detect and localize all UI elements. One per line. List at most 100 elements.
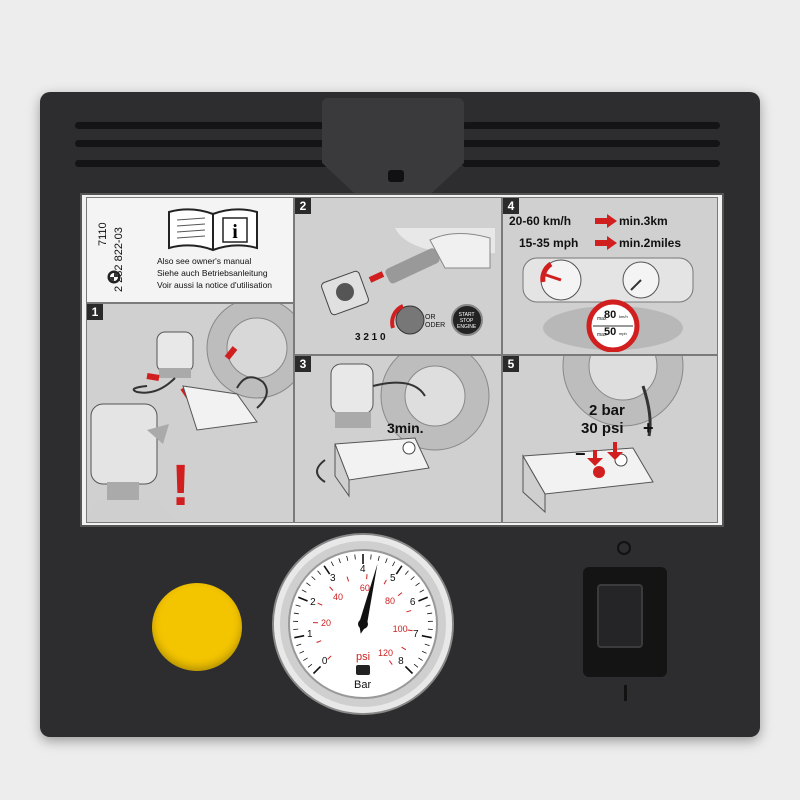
step-1-panel: 1 !	[86, 303, 294, 523]
step-number: 2	[295, 198, 311, 214]
gauge-tick	[354, 554, 356, 560]
gauge-tick	[418, 596, 428, 602]
code-text: 7110	[97, 222, 109, 246]
gauge-psi-tick	[346, 576, 350, 582]
psi-unit-label: psi	[356, 651, 371, 663]
speed-km-text: 20-60 km/h	[509, 214, 572, 228]
gauge-hub	[356, 665, 370, 675]
gauge-tick	[303, 657, 308, 661]
sign-speed-bottom: 50	[604, 326, 617, 338]
dashboard-icon	[522, 257, 694, 352]
info-panel: 7110 2 282 822-03 i Also see owner's man…	[86, 197, 294, 303]
distance-miles-text: min.2miles	[619, 236, 682, 250]
switch-positions-text: 3 2 1 0	[355, 332, 386, 343]
latch-knob[interactable]	[388, 170, 404, 182]
gauge-tick	[312, 665, 322, 675]
gauge-tick	[421, 650, 427, 654]
plug-socket-icon	[321, 228, 495, 336]
speed-mph-text: 15-35 mph	[519, 236, 579, 250]
gauge-tick	[317, 570, 322, 575]
gauge-psi-tick	[407, 629, 413, 632]
gauge-psi-label: 60	[359, 583, 370, 594]
manual-line-en: Also see owner's manual	[157, 256, 252, 266]
sign-unit-top: km/h	[619, 314, 628, 319]
gauge-tick	[298, 596, 308, 602]
warning-exclamation: !	[171, 453, 191, 518]
gauge-psi-tick	[316, 640, 322, 643]
minus-sign: −	[575, 444, 586, 464]
gauge-bar-label: 7	[412, 628, 419, 640]
gauge-psi-tick	[383, 579, 387, 585]
gauge-psi-label: 120	[378, 648, 394, 659]
step-5-panel: 5 2 bar 30 psi + −	[502, 355, 718, 523]
gauge-tick	[419, 589, 425, 593]
plus-sign: +	[643, 418, 654, 438]
vent-slot	[462, 160, 720, 167]
gauge-tick	[370, 554, 372, 560]
gauge-tick	[330, 561, 334, 567]
gauge-tick	[425, 604, 431, 607]
gauge-tick	[296, 643, 302, 647]
switch-off-mark	[624, 685, 627, 701]
instruction-label: 7110 2 282 822-03 i Also see owner's man…	[80, 193, 724, 527]
gauge-bar-label: 5	[390, 573, 396, 585]
manual-line-de: Siehe auch Betriebsanleitung	[157, 268, 268, 278]
gauge-needle	[359, 563, 378, 634]
gauge-tick	[385, 558, 388, 564]
gauge-tick	[323, 565, 331, 575]
arrow-right-icon	[595, 236, 617, 250]
gauge-tick	[418, 657, 423, 661]
sign-unit-bottom: mph	[619, 331, 627, 336]
gauge-bar-label: 8	[398, 656, 404, 668]
sign-speed-top: 80	[604, 309, 617, 321]
time-text: 3min.	[387, 420, 424, 436]
gauge-tick	[295, 604, 301, 607]
gauge-tick	[293, 612, 299, 615]
tire-inflate-icon	[522, 356, 684, 514]
gauge-tick	[404, 570, 409, 575]
step-number: 1	[87, 304, 103, 320]
step-number: 3	[295, 356, 311, 372]
bar-unit-label: Bar	[354, 679, 372, 691]
gauge-tick	[413, 663, 419, 668]
compressor-diagram-icon	[316, 356, 490, 498]
power-indicator	[617, 541, 631, 555]
gauge-tick	[410, 576, 415, 581]
power-switch[interactable]	[597, 584, 643, 648]
gauge-psi-label: 80	[385, 596, 396, 607]
gauge-psi-tick	[327, 655, 332, 660]
gauge-tick	[346, 555, 349, 561]
step-number: 5	[503, 356, 519, 372]
gauge-psi-tick	[401, 646, 407, 651]
manual-book-icon: i	[168, 208, 258, 252]
gauge-tick	[377, 555, 380, 561]
vent-slot	[75, 160, 330, 167]
gauge-tick	[395, 565, 403, 575]
gauge-tick	[306, 582, 311, 587]
gauge-psi-tick	[317, 602, 323, 606]
gauge-tick	[294, 634, 305, 639]
gauge-tick	[421, 634, 432, 639]
gauge-tick	[311, 576, 316, 581]
deflate-button[interactable]	[152, 583, 242, 671]
or-text: OR ODER	[425, 314, 446, 329]
arrow-right-icon	[595, 214, 617, 228]
gauge-bar-label: 4	[360, 564, 366, 575]
vent-slot	[75, 140, 330, 147]
pressure-psi-text: 30 psi	[581, 420, 624, 437]
gauge-bar-label: 3	[329, 573, 336, 585]
gauge-tick	[427, 612, 433, 615]
gauge-psi-tick	[397, 592, 403, 597]
gauge-tick	[415, 582, 420, 587]
svg-text:i: i	[232, 221, 238, 243]
gauge-bar-label: 2	[310, 597, 316, 609]
gauge-bar-label: 0	[321, 656, 328, 668]
gauge-psi-tick	[329, 586, 334, 591]
bmw-logo-icon	[107, 270, 121, 284]
step-3-panel: 3 3min.	[294, 355, 502, 523]
step-number: 4	[503, 198, 519, 214]
distance-km-text: min.3km	[619, 214, 668, 228]
manual-line-fr: Voir aussi la notice d'utilisation	[157, 280, 273, 290]
gauge-tick	[392, 561, 396, 567]
